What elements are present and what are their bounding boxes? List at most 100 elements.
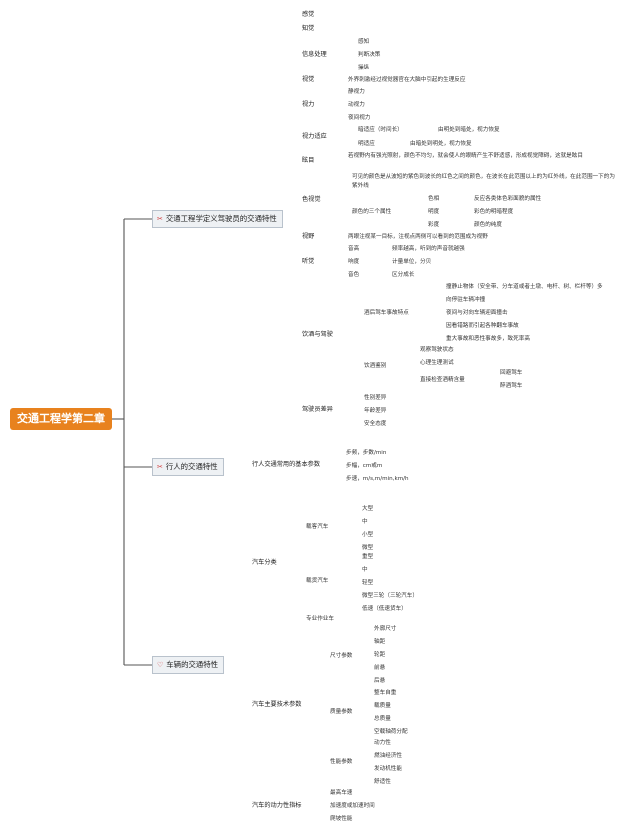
topic-dd-accident-traits[interactable]: 酒后驾车事故特点 <box>364 310 409 316</box>
leaf-glare-desc[interactable]: 若视野内有强光照射，颜色不均匀，就会使人的眼睛产生不舒适感，形成视觉障碍，这就是… <box>348 153 583 159</box>
branch-vehicle[interactable]: ♡车辆的交通特性 <box>152 656 225 674</box>
leaf-pv-small[interactable]: 小型 <box>362 532 374 538</box>
leaf-timbre[interactable]: 音色 <box>348 272 360 278</box>
leaf-step-length[interactable]: 步幅，cm或m <box>346 463 383 469</box>
leaf-dd-avoid[interactable]: 回避驾车 <box>500 370 523 376</box>
leaf-age-diff[interactable]: 年龄差异 <box>364 408 387 414</box>
topic-vision[interactable]: 视觉 <box>302 76 315 83</box>
topic-ped-parameters[interactable]: 行人交通常用的基本参数 <box>252 461 321 468</box>
leaf-dd-trait-1[interactable]: 撞静止物体（安全带、分车道或者土墩、电杆、树、栏杆等）多 <box>446 284 603 290</box>
leaf-pv-mini[interactable]: 微型 <box>362 545 374 551</box>
leaf-light-adapt-desc[interactable]: 由暗处到明处，视力恢复 <box>410 141 472 147</box>
leaf-fuel-economy[interactable]: 燃油经济性 <box>374 753 402 759</box>
topic-cargo-vehicle[interactable]: 载货汽车 <box>306 578 329 584</box>
leaf-dark-adapt[interactable]: 暗适应（时间长） <box>358 127 403 133</box>
leaf-loudness[interactable]: 响度 <box>348 259 360 265</box>
topic-vehicle-classification[interactable]: 汽车分类 <box>252 559 277 566</box>
leaf-dd-trait-4[interactable]: 因看错路而引起各种翻车事故 <box>446 323 519 329</box>
leaf-pv-large[interactable]: 大型 <box>362 506 374 512</box>
root-topic[interactable]: 交通工程学第二章 <box>10 408 112 430</box>
leaf-max-speed[interactable]: 最高车速 <box>330 790 353 796</box>
leaf-wheelbase[interactable]: 轴距 <box>374 639 386 645</box>
leaf-dd-test[interactable]: 心理生理测试 <box>420 360 454 366</box>
leaf-cv-lowspeed[interactable]: 低速（低速货车） <box>362 606 407 612</box>
branch-driver[interactable]: ✂交通工程学定义驾驶员的交通特性 <box>152 210 283 228</box>
leaf-fov-desc[interactable]: 两眼注视某一目标，注视点两侧可以看到的范围成为视野 <box>348 234 488 240</box>
leaf-brightness[interactable]: 明度 <box>428 209 440 215</box>
leaf-static-acuity[interactable]: 静视力 <box>348 89 365 95</box>
topic-vehicle-tech-params[interactable]: 汽车主要技术参数 <box>252 701 302 708</box>
leaf-pv-medium[interactable]: 中 <box>362 519 368 525</box>
leaf-saturation-desc[interactable]: 颜色的纯度 <box>474 222 502 228</box>
topic-field-of-view[interactable]: 视野 <box>302 233 315 240</box>
topic-gan-jue[interactable]: 感觉 <box>302 11 315 18</box>
leaf-loudness-desc[interactable]: 计量单位，分贝 <box>392 259 432 265</box>
leaf-dd-trait-5[interactable]: 重大事故和恶性事故多，致死率高 <box>446 336 530 342</box>
leaf-brightness-desc[interactable]: 彩色的明暗程度 <box>474 209 514 215</box>
leaf-dd-trait-3[interactable]: 夜间与对向车辆迎面撞击 <box>446 310 508 316</box>
topic-dd-alcohol-check[interactable]: 直接检查酒精含量 <box>420 377 465 383</box>
topic-power-indicators[interactable]: 汽车的动力性指标 <box>252 802 302 809</box>
leaf-perceive[interactable]: 感知 <box>358 39 370 45</box>
leaf-dd-trait-2[interactable]: 向停驻车辆冲撞 <box>446 297 486 303</box>
leaf-pitch-desc[interactable]: 频率越高，听到的声音就越强 <box>392 246 465 252</box>
leaf-dd-observe[interactable]: 观察驾驶状态 <box>420 347 454 353</box>
leaf-track[interactable]: 轮距 <box>374 652 386 658</box>
leaf-front-overhang[interactable]: 前悬 <box>374 665 386 671</box>
leaf-dynamic-acuity[interactable]: 动视力 <box>348 102 365 108</box>
branch-pedestrian[interactable]: ✂行人的交通特性 <box>152 458 224 476</box>
topic-passenger-vehicle[interactable]: 载客汽车 <box>306 524 329 530</box>
topic-color-vision[interactable]: 色视觉 <box>302 196 321 203</box>
leaf-climbing[interactable]: 爬坡性能 <box>330 816 353 822</box>
leaf-timbre-desc[interactable]: 区分成长 <box>392 272 415 278</box>
topic-glare[interactable]: 眩目 <box>302 157 315 164</box>
topic-special-vehicle[interactable]: 专业作业车 <box>306 616 334 622</box>
leaf-color-range[interactable]: 可见的颜色是从波短的紫色到波长的红色之间的颜色，在波长在此范围以上的为红外线，在… <box>352 174 615 189</box>
leaf-vision-def[interactable]: 外界刺激经过视觉器官在大脑中引起的生理反应 <box>348 77 466 83</box>
leaf-axle-load[interactable]: 空载轴荷分配 <box>374 729 408 735</box>
leaf-cv-tricycle[interactable]: 微型三轮（三轮汽车） <box>362 593 418 599</box>
leaf-safety-attitude[interactable]: 安全态度 <box>364 421 387 427</box>
branch-driver-label: 交通工程学定义驾驶员的交通特性 <box>165 214 277 223</box>
leaf-dark-adapt-desc[interactable]: 由明处到暗处，视力恢复 <box>438 127 500 133</box>
leaf-light-adapt[interactable]: 明适应 <box>358 141 375 147</box>
topic-adaptation[interactable]: 视力适应 <box>302 133 327 140</box>
topic-hearing[interactable]: 听觉 <box>302 258 315 265</box>
leaf-night-acuity[interactable]: 夜间视力 <box>348 115 371 121</box>
leaf-curb-weight[interactable]: 整车自重 <box>374 690 397 696</box>
topic-performance-params[interactable]: 性能参数 <box>330 759 353 765</box>
topic-dd-identification[interactable]: 饮酒鉴别 <box>364 363 387 369</box>
leaf-acceleration[interactable]: 加速度或加速时间 <box>330 803 375 809</box>
leaf-power[interactable]: 动力性 <box>374 740 391 746</box>
leaf-rear-overhang[interactable]: 后悬 <box>374 678 386 684</box>
leaf-operate[interactable]: 操纵 <box>358 65 370 71</box>
leaf-cv-medium[interactable]: 中 <box>362 567 368 573</box>
leaf-comfort[interactable]: 舒适性 <box>374 779 391 785</box>
leaf-cv-heavy[interactable]: 重型 <box>362 554 374 560</box>
branch-vehicle-label: 车辆的交通特性 <box>166 660 219 669</box>
topic-zhi-jue[interactable]: 知觉 <box>302 25 315 32</box>
topic-color-attributes[interactable]: 颜色的三个属性 <box>352 209 392 215</box>
leaf-step-frequency[interactable]: 步频，步数/min <box>346 450 387 456</box>
topic-drink-driving[interactable]: 饮酒与驾驶 <box>302 331 333 338</box>
leaf-cv-light[interactable]: 轻型 <box>362 580 374 586</box>
leaf-saturation[interactable]: 彩度 <box>428 222 440 228</box>
leaf-hue-desc[interactable]: 反应各类体色彩面貌的属性 <box>474 196 542 202</box>
heart-icon: ♡ <box>157 661 164 669</box>
leaf-payload[interactable]: 载质量 <box>374 703 391 709</box>
leaf-walking-speed[interactable]: 步速，m/s,m/min,km/h <box>346 476 409 482</box>
topic-driver-differences[interactable]: 驾驶员差异 <box>302 406 333 413</box>
leaf-hue[interactable]: 色相 <box>428 196 440 202</box>
leaf-dd-drunk[interactable]: 醉酒驾车 <box>500 383 523 389</box>
leaf-gross-weight[interactable]: 总质量 <box>374 716 391 722</box>
leaf-pitch[interactable]: 音高 <box>348 246 360 252</box>
leaf-engine-performance[interactable]: 发动机性能 <box>374 766 402 772</box>
leaf-gender-diff[interactable]: 性别差异 <box>364 395 387 401</box>
leaf-overall-size[interactable]: 外廓尺寸 <box>374 626 397 632</box>
leaf-decide[interactable]: 判断决策 <box>358 52 381 58</box>
topic-mass-params[interactable]: 质量参数 <box>330 709 353 715</box>
topic-dimension-params[interactable]: 尺寸参数 <box>330 653 353 659</box>
topic-acuity[interactable]: 视力 <box>302 101 315 108</box>
topic-info-processing[interactable]: 信息处理 <box>302 51 327 58</box>
